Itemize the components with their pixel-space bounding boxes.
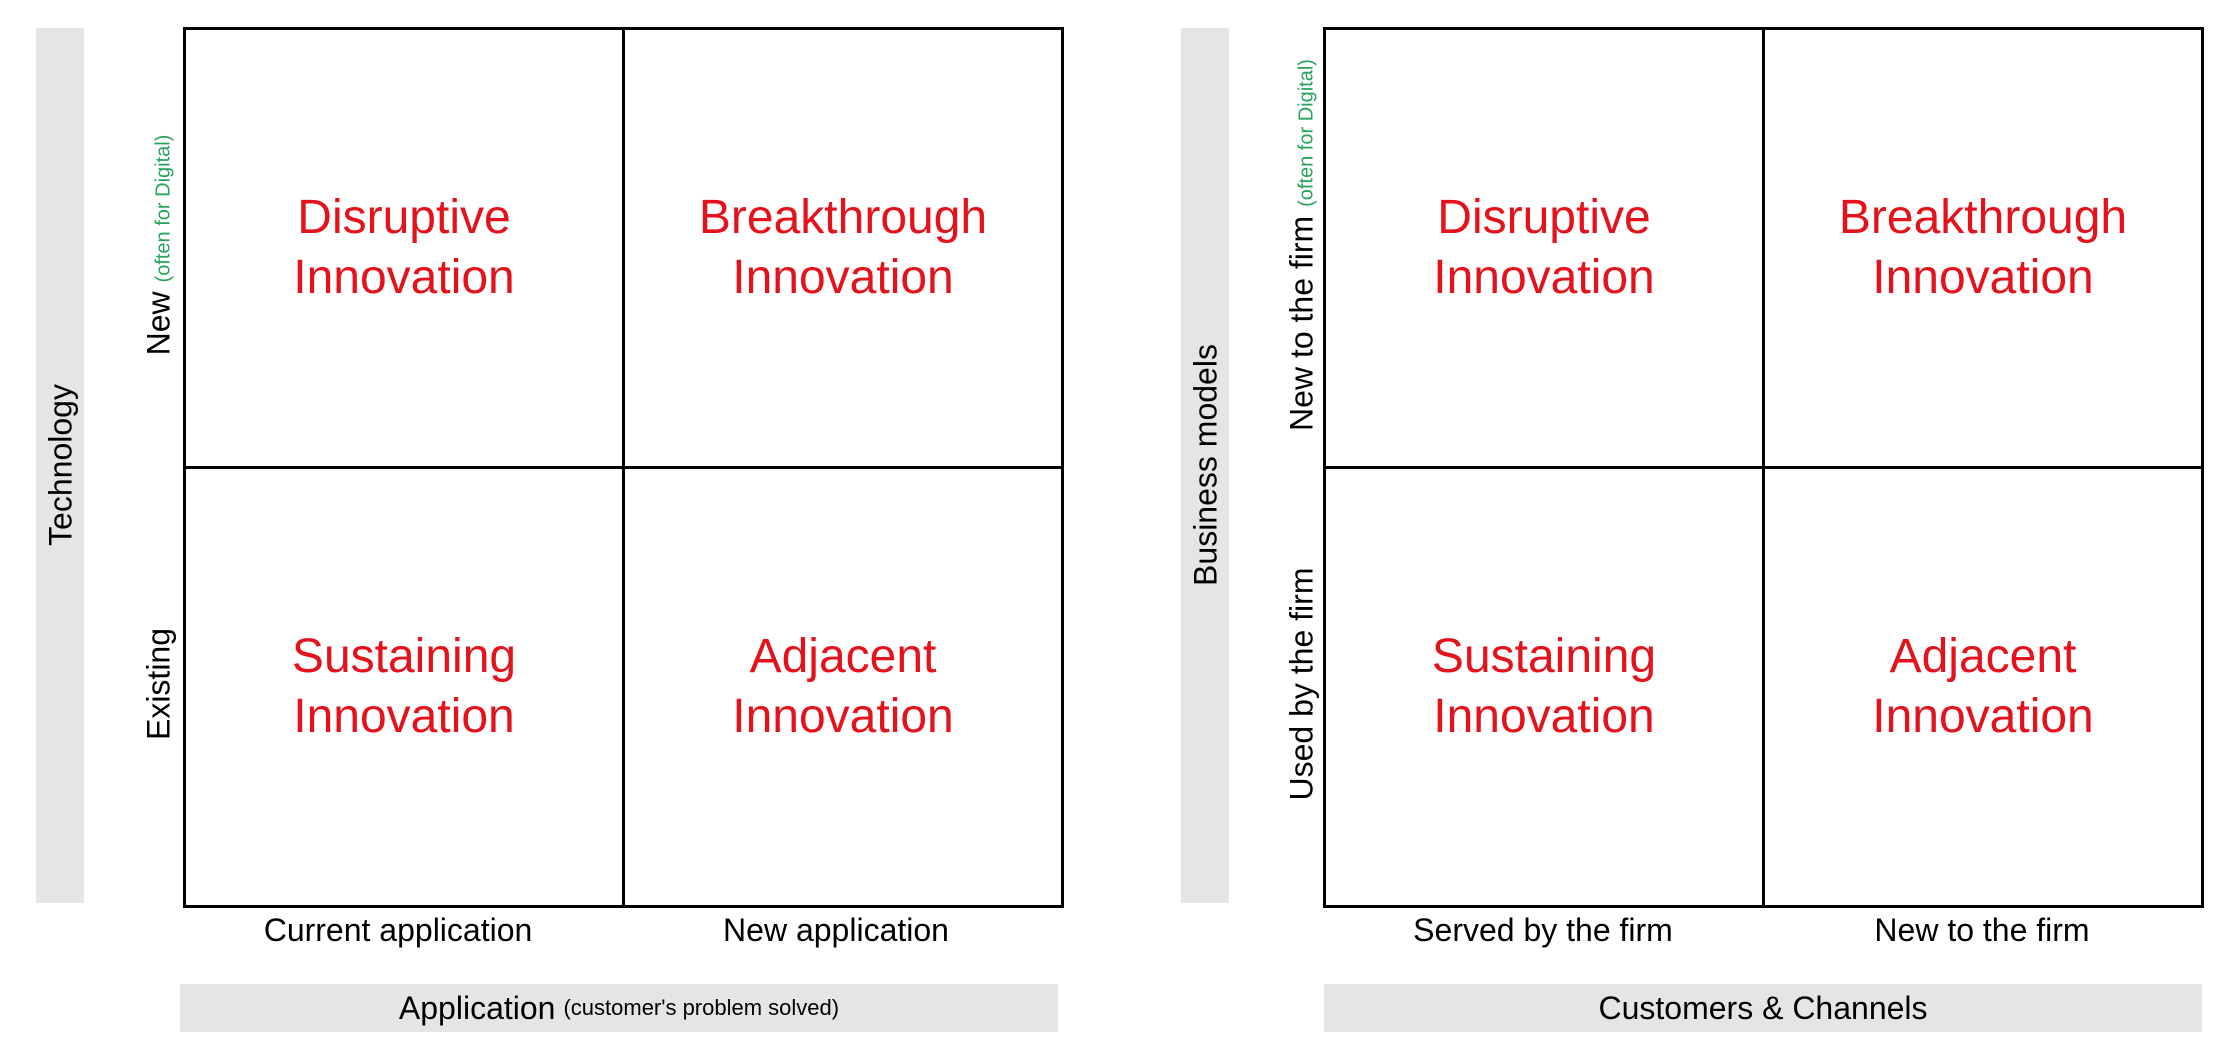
quadrant-adjacent: Adjacent Innovation xyxy=(1762,466,2204,908)
row-label-existing: Existing xyxy=(140,627,177,741)
quadrant-label: Breakthrough Innovation xyxy=(698,191,988,304)
column-label-served-by-firm: Served by the firm xyxy=(1413,912,1673,948)
business-models-label: Business models xyxy=(1187,344,1224,586)
quadrant-disruptive: Disruptive Innovation xyxy=(1323,27,1765,469)
row-label-new-text: New xyxy=(140,291,177,356)
column-label-current-application: Current application xyxy=(263,912,533,948)
column-label-new-application: New application xyxy=(723,912,949,948)
quadrant-label: Adjacent Innovation xyxy=(1872,630,2094,743)
quadrant-breakthrough: Breakthrough Innovation xyxy=(1762,27,2204,469)
quadrant-label: Sustaining Innovation xyxy=(291,630,517,743)
row-label-new: New (often for Digital) xyxy=(141,135,178,356)
row-label-new-to-firm: New to the firm (often for Digital) xyxy=(1284,59,1321,431)
application-band-title: Application xyxy=(398,989,556,1026)
customers-channels-title: Customers & Channels xyxy=(1598,989,1928,1026)
quadrant-label: Disruptive Innovation xyxy=(1433,191,1655,304)
technology-band xyxy=(36,28,84,903)
application-band-subtitle: (customer's problem solved) xyxy=(563,995,840,1020)
row-label-new-to-firm-note: (often for Digital) xyxy=(1295,59,1318,207)
quadrant-label: Disruptive Innovation xyxy=(293,191,515,304)
column-label-new-to-firm: New to the firm xyxy=(1874,912,2090,948)
application-band: Application (customer's problem solved) xyxy=(180,984,1058,1032)
quadrant-label: Sustaining Innovation xyxy=(1431,630,1657,743)
business-models-band xyxy=(1181,28,1229,903)
row-label-used-by-firm: Used by the firm xyxy=(1283,567,1320,801)
quadrant-label: Breakthrough Innovation xyxy=(1838,191,2128,304)
quadrant-sustaining: Sustaining Innovation xyxy=(1323,466,1765,908)
quadrant-label: Adjacent Innovation xyxy=(732,630,954,743)
customers-channels-band: Customers & Channels xyxy=(1324,984,2202,1032)
row-label-new-note: (often for Digital) xyxy=(152,134,175,283)
quadrant-sustaining: Sustaining Innovation xyxy=(183,466,625,908)
technology-label: Technology xyxy=(42,384,79,546)
quadrant-disruptive: Disruptive Innovation xyxy=(183,27,625,469)
row-label-new-to-firm-text: New to the firm xyxy=(1283,215,1320,431)
quadrant-breakthrough: Breakthrough Innovation xyxy=(622,27,1064,469)
quadrant-adjacent: Adjacent Innovation xyxy=(622,466,1064,908)
